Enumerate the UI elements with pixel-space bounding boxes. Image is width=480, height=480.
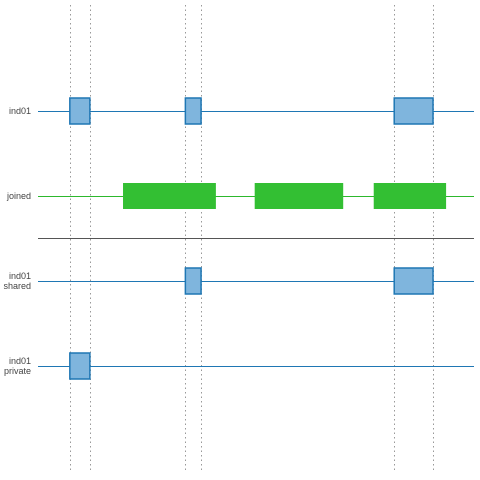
track-label-line: private xyxy=(4,366,31,376)
track-label-line: ind01 xyxy=(9,356,31,366)
track-label-line: ind01 xyxy=(9,271,31,281)
track-label-line: joined xyxy=(6,191,31,201)
joined-segment xyxy=(254,183,344,209)
marker-lines xyxy=(70,5,434,472)
exon-box xyxy=(393,267,434,295)
track-label-line: shared xyxy=(3,281,31,291)
exon-box xyxy=(393,97,434,125)
tracks xyxy=(38,97,474,380)
exon-box xyxy=(184,97,202,125)
track-label: ind01 xyxy=(9,106,31,116)
track-label-line: ind01 xyxy=(9,106,31,116)
joined-segment xyxy=(373,183,447,209)
exon-box xyxy=(184,267,202,295)
track-label: joined xyxy=(6,191,31,201)
exon-box xyxy=(69,352,91,380)
exon-box xyxy=(69,97,91,125)
joined-segment xyxy=(123,183,216,209)
